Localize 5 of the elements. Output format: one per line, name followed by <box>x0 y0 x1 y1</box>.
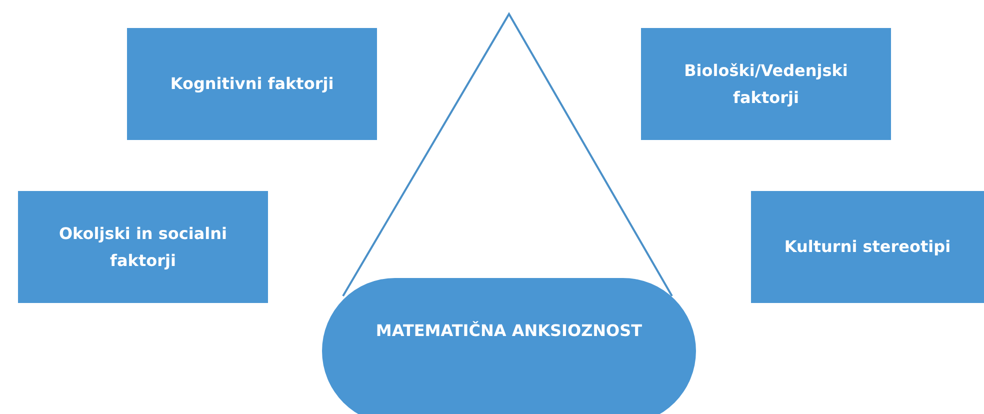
anxiety-pill: MATEMATIČNA ANKSIOZNOST <box>322 278 696 414</box>
factor-box: Okoljski in socialni faktorji <box>18 191 268 303</box>
factor-box: Kulturni stereotipi <box>751 191 984 303</box>
factor-box: Biološki/Vedenjski faktorji <box>641 28 891 140</box>
factor-box: Kognitivni faktorji <box>127 28 377 140</box>
